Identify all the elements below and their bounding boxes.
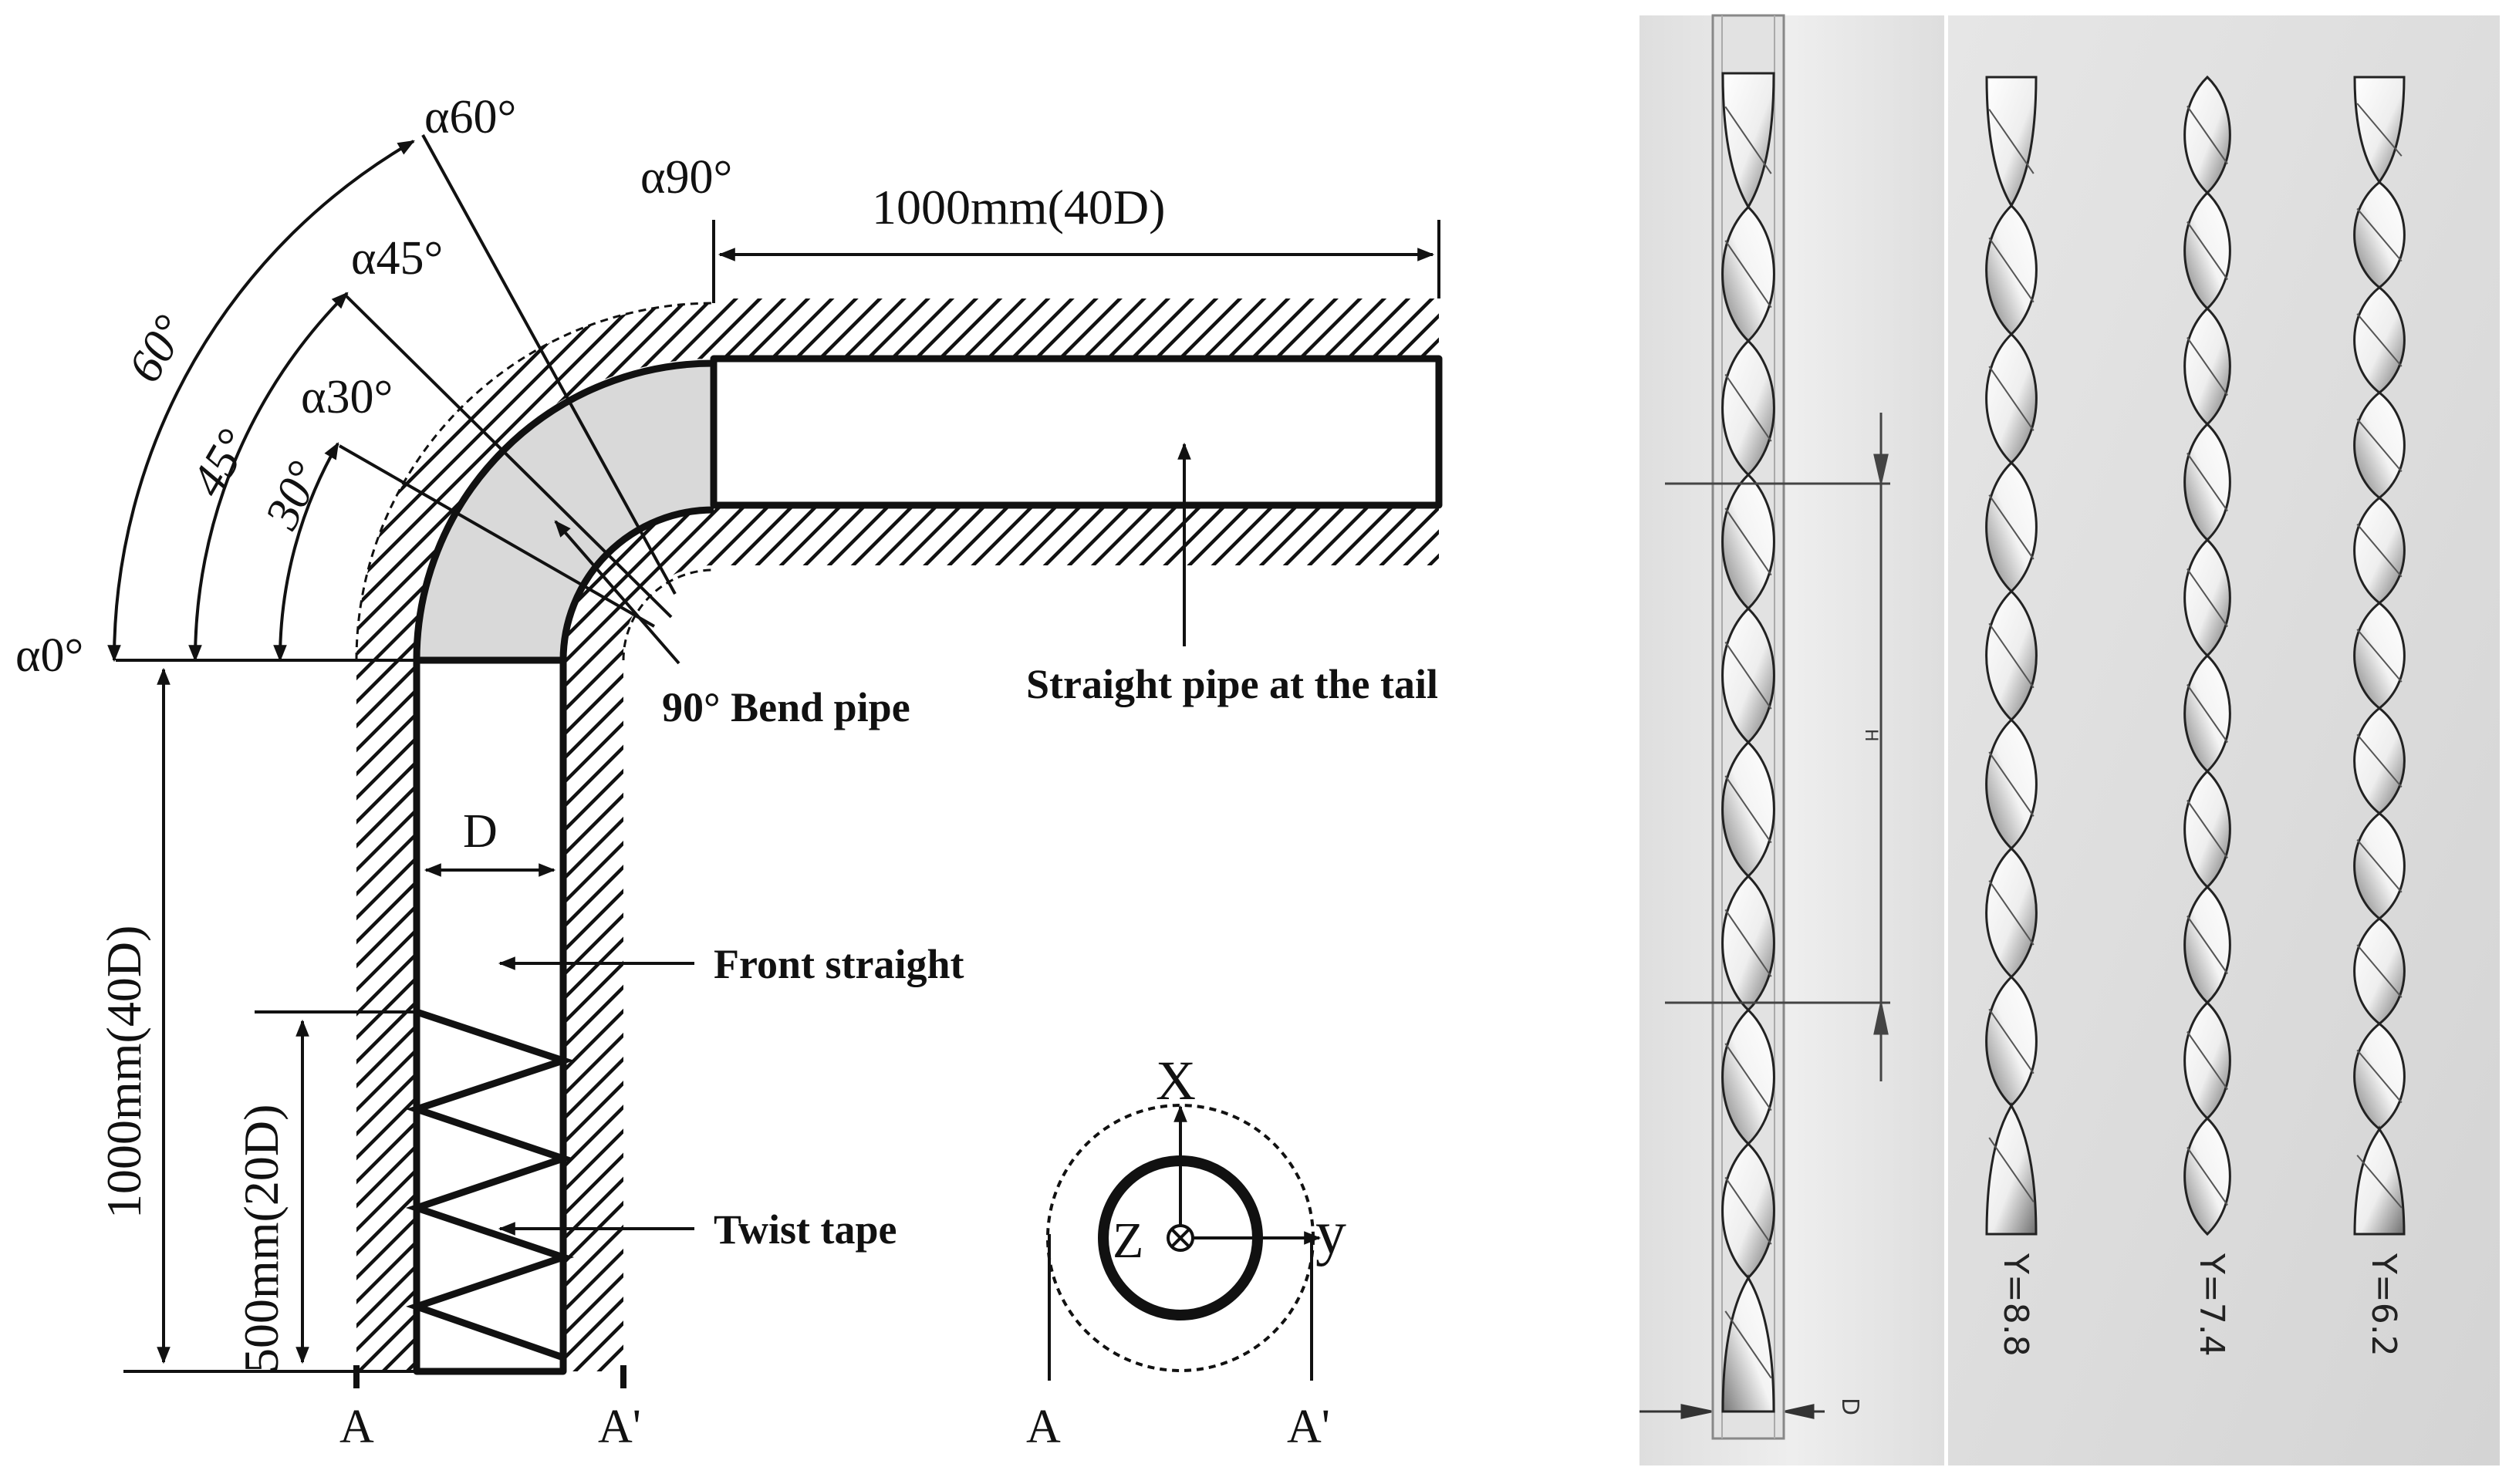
tape-y-7-4-twist-edge xyxy=(2187,452,2228,512)
tape-y-7-4-twist-edge xyxy=(2187,105,2228,165)
pipe-schematic: α0° α30° α45° α60° α90° 60° 45° 30° 1000… xyxy=(15,91,1443,1453)
tape-label-y-7-4: Y=7.4 xyxy=(2192,1253,2231,1357)
tape-y-7-4 xyxy=(2183,75,2231,1236)
tube-tape-twist-edge xyxy=(1724,775,1772,844)
pitch-dimension xyxy=(1665,413,1890,1081)
diameter-label-render: D xyxy=(1836,1398,1863,1415)
tube-tape-twist-edge xyxy=(1724,240,1772,309)
angle-label-a0: α0° xyxy=(15,629,83,682)
pitch-arrow-bottom xyxy=(1873,1003,1889,1035)
section-label-a-prime-left: A' xyxy=(598,1401,641,1453)
label-straight-tail: Straight pipe at the tail xyxy=(1026,661,1438,707)
label-twist-tape: Twist tape xyxy=(714,1206,897,1253)
tail-pipe-bore xyxy=(710,355,1443,509)
tape-y-8-8-twist-edge xyxy=(1988,622,2035,689)
tape-label-y-8-8: Y=8.8 xyxy=(1996,1253,2035,1357)
tape-y-6-2-twist-edge xyxy=(2356,629,2403,683)
tape-y-7-4-twist-edge xyxy=(2187,1146,2228,1206)
tube-tape-twist-edge xyxy=(1724,106,1772,174)
label-front-straight: Front straight xyxy=(714,941,964,987)
tape-y-7-4-twist-edge xyxy=(2187,683,2228,744)
arc-label-30: 30° xyxy=(255,454,332,538)
dim-label-tape: 500mm(20D) xyxy=(234,1105,289,1373)
dim-label-front: 1000mm(40D) xyxy=(96,926,151,1219)
dia-arrow-right xyxy=(1785,1404,1815,1419)
pitch-arrow-top xyxy=(1873,454,1889,483)
tape-y-7-4-twist-edge xyxy=(2187,568,2228,628)
front-pipe-bore xyxy=(413,656,567,1375)
tape-y-6-2-twist-edge xyxy=(2356,418,2403,473)
angle-label-a30: α30° xyxy=(301,371,393,423)
tape-y-6-2-twist-edge xyxy=(2356,313,2403,367)
tube-tape-twist-edge xyxy=(1724,641,1772,710)
section-ticks xyxy=(353,1365,626,1388)
z-cross-2 xyxy=(1170,1228,1190,1248)
tube-tape-twist-edge xyxy=(1724,373,1772,442)
tape-y-7-4-twist-edge xyxy=(2187,799,2228,859)
tape-label-y-6-2: Y=6.2 xyxy=(2364,1253,2403,1357)
pitch-label: H xyxy=(1861,729,1880,742)
axis-label-y: y xyxy=(1315,1199,1346,1267)
tape-y-6-2-twist-edge xyxy=(2356,838,2403,893)
tube-tape-twist-edge xyxy=(1724,1043,1772,1111)
tape-y-6-2-twist-edge xyxy=(2356,734,2403,788)
arc-30 xyxy=(273,442,339,663)
tape-y-6-2-twist-edge xyxy=(2356,207,2403,262)
diameter-dimension xyxy=(1639,1404,1825,1419)
arc-45 xyxy=(188,292,349,663)
tape-y-8-8-twist-edge xyxy=(1988,751,2035,817)
tape-y-8-8-twist-edge xyxy=(1988,366,2035,431)
twist-tape-zigzag xyxy=(405,1008,575,1361)
section-label-a-prime-right: A' xyxy=(1287,1401,1330,1453)
tape-y-8-8-twist-edge xyxy=(1988,880,2035,946)
tape-y-7-4-twist-edge xyxy=(2187,336,2228,396)
tube-tape-twist-edge xyxy=(1724,1176,1772,1245)
label-bend-pipe: 90° Bend pipe xyxy=(662,684,910,730)
tape-y-8-8-twist-edge xyxy=(1988,237,2035,303)
angle-label-a45: α45° xyxy=(351,232,443,285)
cross-section xyxy=(1046,1104,1322,1381)
axis-label-x: X xyxy=(1156,1050,1196,1111)
tape-y-8-8-twist-edge xyxy=(1988,494,2035,560)
tail-bottom-wall xyxy=(714,505,1439,565)
angle-label-a90: α90° xyxy=(640,151,732,204)
dim-label-tail: 1000mm(40D) xyxy=(872,180,1165,234)
dim-label-diameter: D xyxy=(463,805,498,858)
front-left-wall xyxy=(356,660,417,1371)
tape-y-6-2-twist-edge xyxy=(2356,1049,2403,1104)
tape-y-6-2-twist-edge xyxy=(2356,944,2403,998)
tube-tape-twist-edge xyxy=(1724,1310,1772,1379)
front-right-wall xyxy=(563,660,623,1371)
section-label-a-right: A xyxy=(1026,1401,1061,1453)
tube-with-tape xyxy=(1711,14,1785,1440)
dia-arrow-left xyxy=(1680,1404,1712,1419)
tape-y-8-8 xyxy=(1985,76,2038,1236)
twist-tape-render: H D Y=8.8 Y=7.4 Y=6.2 xyxy=(1639,14,2500,1465)
dimension-lines xyxy=(123,220,1440,1373)
tape-y-7-4-twist-edge xyxy=(2187,221,2228,281)
tape-y-8-8-twist-edge xyxy=(1988,109,2035,174)
leader-bend xyxy=(554,520,680,665)
tube-tape-twist-edge xyxy=(1724,909,1772,977)
tape-y-8-8-twist-edge xyxy=(1988,1008,2035,1074)
tape-y-6-2-twist-edge xyxy=(2356,103,2403,157)
section-label-a-left: A xyxy=(339,1401,374,1453)
tape-y-6-2-twist-edge xyxy=(2356,1155,2403,1209)
axis-label-z: Z xyxy=(1113,1212,1143,1269)
tape-y-7-4-twist-edge xyxy=(2187,1030,2228,1091)
tube-tape-twist-edge xyxy=(1724,508,1772,576)
tail-top-wall xyxy=(714,298,1439,359)
tube-tape-lobes xyxy=(1721,72,1775,1413)
tape-y-8-8-twist-edge xyxy=(1988,1137,2035,1202)
tape-y-7-4-twist-edge xyxy=(2187,915,2228,975)
tape-y-6-2 xyxy=(2353,76,2406,1236)
angle-arcs xyxy=(107,140,415,663)
angle-label-a60: α60° xyxy=(424,91,516,143)
ray-60 xyxy=(421,134,677,595)
leader-lines xyxy=(498,442,1191,1236)
render-panel-left xyxy=(1639,15,1944,1465)
tape-y-6-2-twist-edge xyxy=(2356,523,2403,578)
